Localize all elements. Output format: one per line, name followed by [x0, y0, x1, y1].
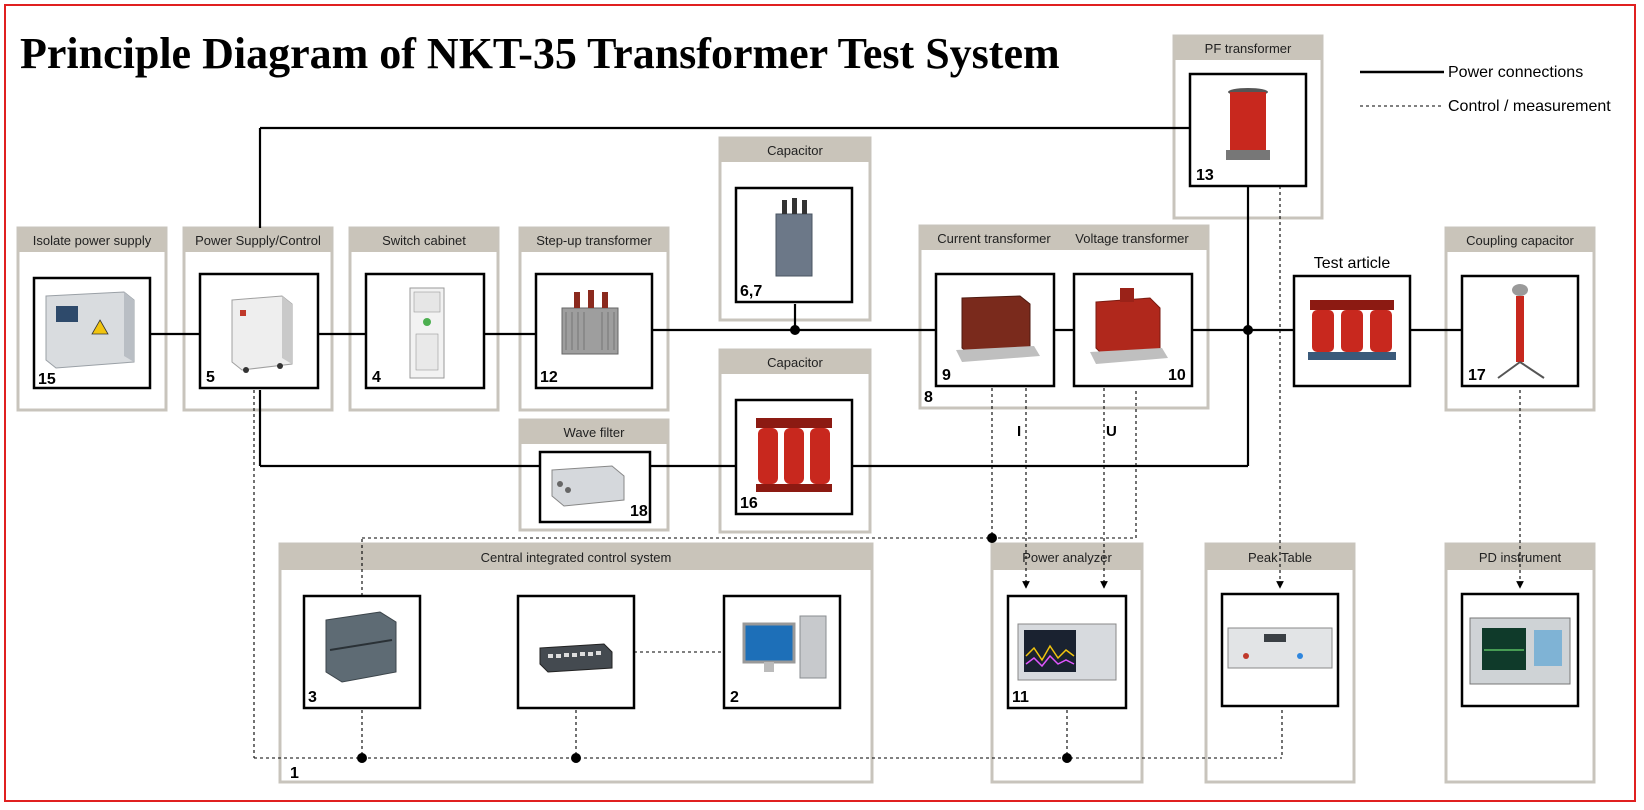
number-8: 8	[924, 389, 933, 406]
number-18: 18	[630, 503, 648, 520]
number-13: 13	[1196, 167, 1214, 184]
junction-ctrl-3	[357, 753, 367, 763]
control-junctions	[357, 533, 1072, 763]
equipment-coupling-capacitor: 17	[1460, 274, 1580, 388]
equipment-network-switch	[516, 594, 636, 710]
equipment-wave-filter: 18	[538, 450, 652, 524]
legend-control-label: Control / measurement	[1448, 98, 1611, 115]
label-pf-transformer: PF transformer	[1205, 41, 1292, 56]
equipment-current-transformer: 9	[934, 272, 1056, 388]
signal-voltage-label: U	[1106, 423, 1117, 440]
number-4: 4	[372, 369, 381, 386]
equipment-peak-table	[1220, 592, 1340, 708]
warning-icon	[91, 319, 109, 335]
number-11: 11	[1012, 689, 1029, 706]
signal-current-label: I	[1017, 423, 1021, 440]
number-9: 9	[942, 367, 951, 384]
number-1: 1	[290, 765, 299, 782]
number-17: 17	[1468, 367, 1486, 384]
equipment-step-up-transformer: 12	[534, 272, 654, 390]
equipment-computer-2: 2	[722, 594, 842, 710]
equipment-voltage-transformer: 10	[1072, 272, 1194, 388]
number-12: 12	[540, 369, 558, 386]
equipment-power-analyzer: 11	[1006, 594, 1128, 710]
number-10: 10	[1168, 367, 1186, 384]
number-6-7: 6,7	[740, 283, 762, 300]
label-power-analyzer: Power analyzer	[1022, 550, 1112, 565]
equipment-pf-transformer: 13	[1188, 72, 1308, 188]
label-current-transformer: Current transformer	[937, 231, 1051, 246]
number-16: 16	[740, 495, 758, 512]
junction-ctrl-switch	[571, 753, 581, 763]
number-5: 5	[206, 369, 215, 386]
display-panel-icon	[56, 306, 78, 322]
junction-test-bus	[1243, 325, 1253, 335]
equipment-isolate-power-supply: 15	[32, 276, 152, 390]
junction-ctrl-top	[987, 533, 997, 543]
equipment-power-supply-control: 5	[198, 272, 320, 390]
label-test-article: Test article	[1314, 255, 1391, 272]
label-capacitor-top: Capacitor	[767, 143, 823, 158]
number-3: 3	[308, 689, 317, 706]
label-voltage-transformer: Voltage transformer	[1075, 231, 1189, 246]
page-title: Principle Diagram of NKT-35 Transformer …	[20, 29, 1060, 78]
legend-power-label: Power connections	[1448, 64, 1583, 81]
label-pd-instrument: PD instrument	[1479, 550, 1562, 565]
junction-ctrl-11	[1062, 753, 1072, 763]
diagram-frame	[4, 4, 1636, 802]
junction-cap-top	[790, 325, 800, 335]
equipment-test-article	[1292, 274, 1412, 388]
label-central-control-system: Central integrated control system	[481, 550, 672, 565]
equipment-switch-cabinet: 4	[364, 272, 486, 390]
label-step-up-transformer: Step-up transformer	[536, 233, 652, 248]
label-coupling-capacitor: Coupling capacitor	[1466, 233, 1574, 248]
label-power-supply-control: Power Supply/Control	[195, 233, 321, 248]
number-2: 2	[730, 689, 739, 706]
equipment-capacitor-16: 16	[734, 398, 854, 516]
legend: Power connections Control / measurement	[1360, 64, 1611, 115]
label-switch-cabinet: Switch cabinet	[382, 233, 466, 248]
control-connections	[253, 186, 1524, 759]
number-15: 15	[38, 371, 56, 388]
label-capacitor-mid: Capacitor	[767, 355, 823, 370]
equipment-capacitor-6-7: 6,7	[734, 186, 854, 304]
label-isolate-power-supply: Isolate power supply	[33, 233, 152, 248]
label-peak-table: Peak Table	[1248, 550, 1312, 565]
label-wave-filter: Wave filter	[564, 425, 626, 440]
equipment-pd-instrument	[1460, 592, 1580, 708]
equipment-plc-3: 3	[302, 594, 422, 710]
